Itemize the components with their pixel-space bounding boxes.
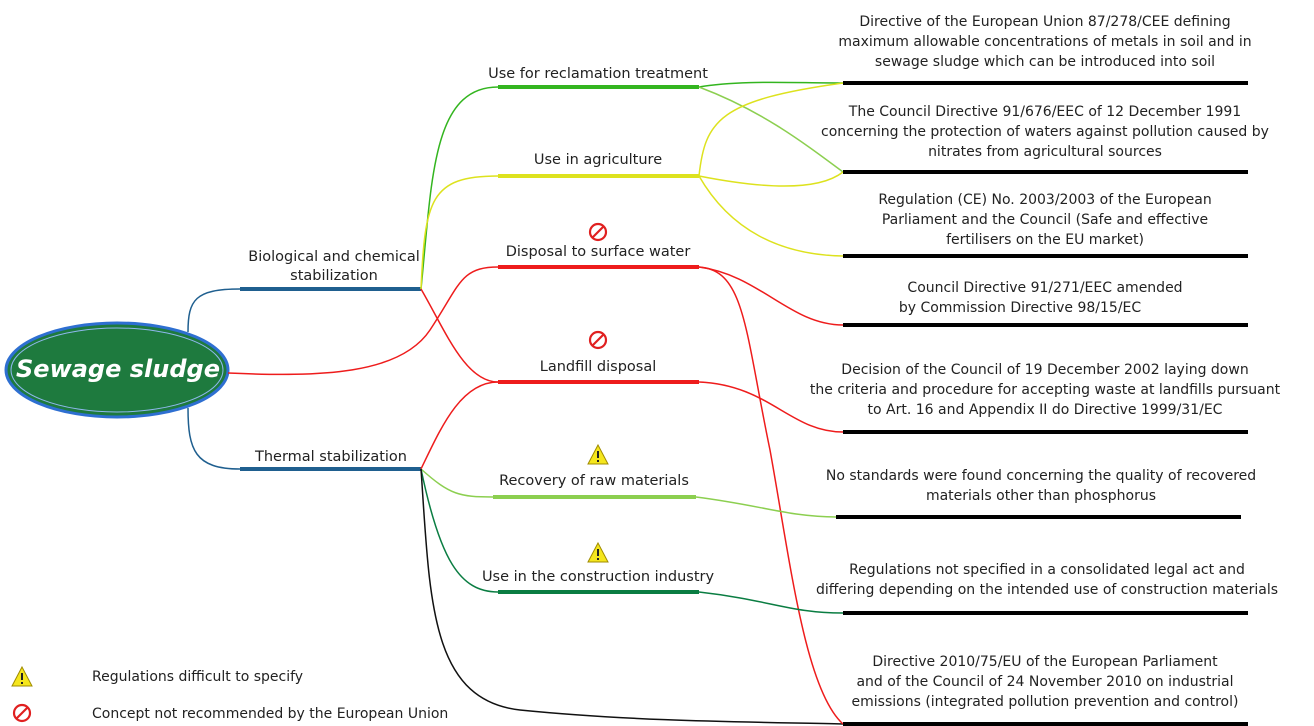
prohibited-icon <box>12 703 32 723</box>
connector-thermal-landfill <box>420 381 499 470</box>
connector-agriculture-r2 <box>698 171 844 187</box>
connector-reclamation-r1 <box>698 81 844 88</box>
prohibited-icon <box>588 222 608 242</box>
warning-icon <box>587 541 609 563</box>
warning-icon <box>587 443 609 465</box>
regulation-text-7: Regulations not specified in a consolida… <box>815 562 1279 598</box>
regulation-text-2: The Council Directive 91/676/EEC of 12 D… <box>821 104 1269 160</box>
connector-landfill-r5 <box>698 381 844 433</box>
root-node-inner-ring <box>10 327 224 413</box>
node-label-raw-materials: Recovery of raw materials <box>499 473 689 489</box>
connector-bio-reclamation <box>420 86 499 290</box>
warning-icon <box>11 665 33 687</box>
connector-thermal-construction <box>420 468 499 593</box>
node-label-construction: Use in the construction industry <box>481 569 715 585</box>
connector-bio-landfill <box>420 288 499 383</box>
regulation-text-4: Council Directive 91/271/EEC amended by … <box>898 280 1183 316</box>
node-label-surface-water: Disposal to surface water <box>505 244 691 260</box>
regulation-text-3: Regulation (CE) No. 2003/2003 of the Eur… <box>878 192 1212 248</box>
connector-root-thermal <box>187 407 241 470</box>
regulation-text-8: Directive 2010/75/EU of the European Par… <box>851 654 1239 710</box>
connector-thermal-ied <box>420 468 844 725</box>
connector-thermal-raw <box>420 468 494 498</box>
node-label-reclamation: Use for reclamation treatment <box>488 66 708 82</box>
connector-agriculture-r1 <box>698 82 844 177</box>
connector-surface-r4 <box>698 266 844 326</box>
connector-raw-r6 <box>695 496 837 518</box>
regulation-text-5: Decision of the Council of 19 December 2… <box>809 362 1281 418</box>
prohibited-icon <box>588 330 608 350</box>
connector-agriculture-r3 <box>698 175 844 257</box>
connector-reclamation-r2 <box>698 86 844 173</box>
connector-root-biological <box>187 288 241 333</box>
connector-construction-r7 <box>698 591 844 614</box>
node-label-landfill: Landfill disposal <box>539 359 657 375</box>
regulation-text-1: Directive of the European Union 87/278/C… <box>838 14 1252 70</box>
root-label: Sewage sludge <box>16 355 220 383</box>
branch-label-thermal: Thermal stabilization <box>254 449 407 465</box>
root-node <box>4 321 230 419</box>
connector-surface-r8 <box>698 266 844 725</box>
node-label-agriculture: Use in agriculture <box>533 152 663 168</box>
branch-label-biological: Biological and chemical stabilization <box>248 249 420 284</box>
legend-warning-label: Regulations difficult to specify <box>92 669 304 685</box>
regulation-text-6: No standards were found concerning the q… <box>825 468 1257 504</box>
connector-bio-agriculture <box>420 175 499 290</box>
connector-root-surface-water <box>227 266 499 376</box>
legend-prohibited-label: Concept not recommended by the European … <box>92 706 449 722</box>
